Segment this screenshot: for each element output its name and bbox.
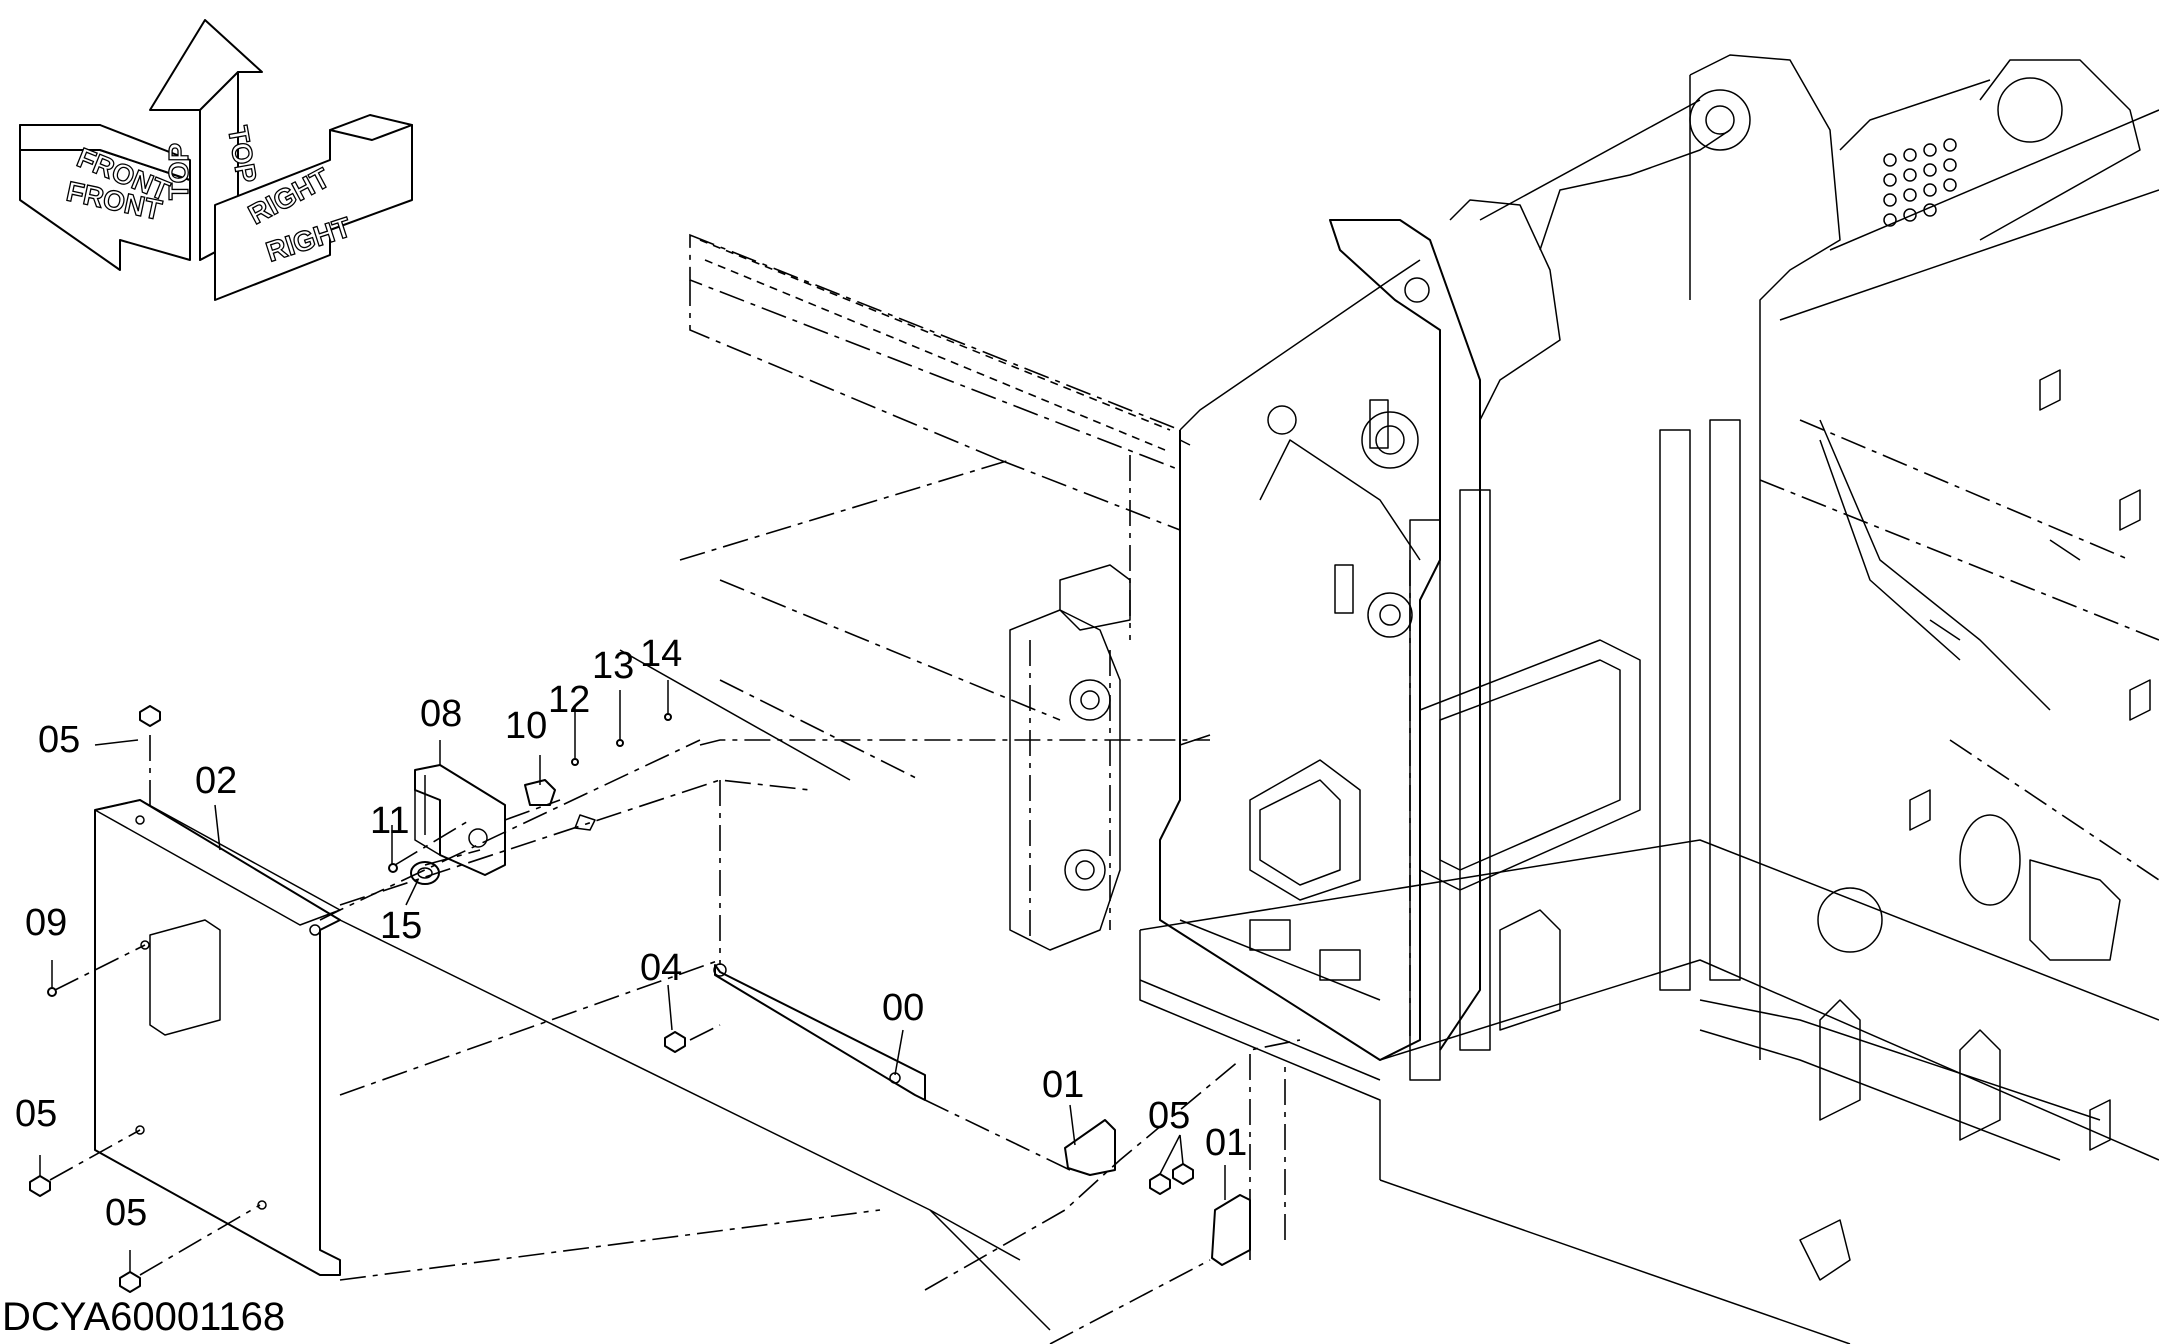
- screw-05-top: [139, 705, 161, 727]
- callout-08: 08: [420, 693, 462, 735]
- callout-01b: 01: [1205, 1122, 1247, 1164]
- callout-14: 14: [640, 633, 682, 675]
- bolt-09: [47, 987, 57, 997]
- leader-lines: [39, 680, 1226, 1272]
- callout-13: 13: [592, 645, 634, 687]
- perforated-plate: [1883, 138, 1957, 227]
- callout-labels: 05 02 08 10 12 13 14 11 15 09 05 05 04 0…: [2, 633, 1247, 1339]
- machine-frame: [679, 54, 2159, 1344]
- callout-12: 12: [548, 679, 590, 721]
- callout-04a: 04: [640, 947, 682, 989]
- callout-10: 10: [505, 705, 547, 747]
- callout-05b: 05: [15, 1093, 57, 1135]
- callout-01a: 01: [1042, 1064, 1084, 1106]
- callout-11: 11: [370, 800, 409, 842]
- drawing-code: DCYA60001168: [2, 1295, 285, 1339]
- callout-05c: 05: [105, 1192, 147, 1234]
- callout-02: 02: [195, 760, 237, 802]
- plate-00: [714, 964, 926, 1101]
- clamp-10: [524, 779, 556, 806]
- screw-05-bottom: [119, 1271, 141, 1293]
- orientation-indicator: TOP TOP FRONT FRONT RIGHT RIGHT: [19, 19, 413, 301]
- bracket-08: [414, 764, 506, 876]
- callout-04b: 05: [1148, 1095, 1190, 1137]
- screw-05-left: [29, 1175, 51, 1197]
- cover-panel-02: [94, 799, 341, 1276]
- bracket-01-right: [1211, 1194, 1251, 1266]
- callout-15: 15: [380, 905, 422, 947]
- right-arrow-icon: [214, 124, 413, 301]
- bracket-01-left: [1064, 1119, 1116, 1176]
- callout-05a: 05: [38, 719, 80, 761]
- top-label: TOP: [163, 143, 194, 200]
- exploded-parts: [29, 649, 1301, 1344]
- callout-09: 09: [25, 902, 67, 944]
- callout-00: 00: [882, 987, 924, 1029]
